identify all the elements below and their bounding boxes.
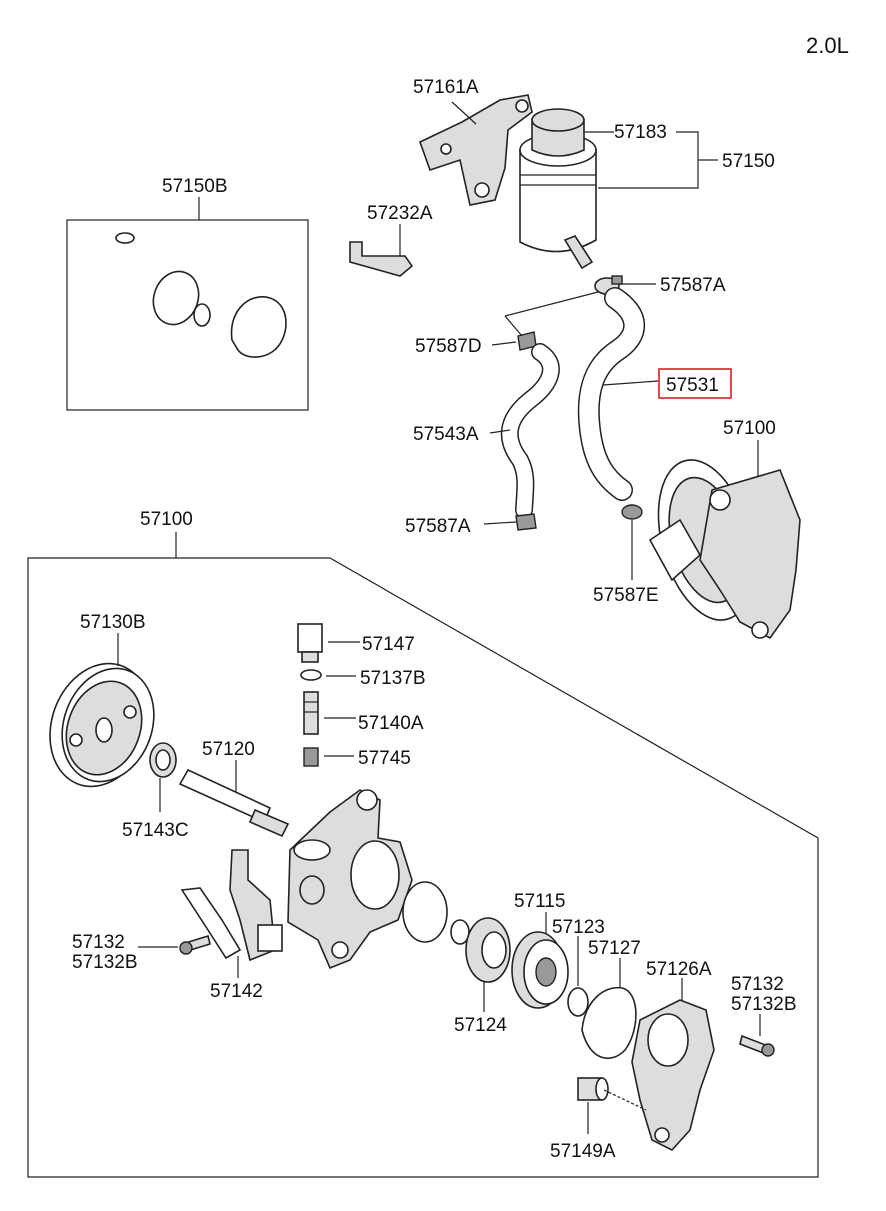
bracket-57161A [419,94,533,206]
valve-57140A [303,691,319,735]
hose-57531 [579,288,644,500]
label-57100-main[interactable]: 57100 [140,509,193,530]
label-57232A[interactable]: 57232A [367,203,433,224]
cover-57126A [631,999,715,1151]
label-57587A-low[interactable]: 57587A [405,516,471,537]
pump-assembly-57100-top [648,459,801,640]
seal-kit-orings [115,232,287,358]
label-57587D[interactable]: 57587D [415,336,482,357]
bolt-right-57132 [739,1034,775,1057]
label-57587E[interactable]: 57587E [593,585,659,606]
label-57140A[interactable]: 57140A [358,713,424,734]
shaft-57120 [178,768,290,838]
pulley-57130B [49,662,155,788]
seal-57143C [149,742,177,778]
ring-57123 [567,987,589,1017]
seal-kit-box [66,219,309,411]
label-57132-right[interactable]: 57132 [731,974,784,995]
label-57115[interactable]: 57115 [514,891,565,912]
plate-57124 [465,917,511,983]
label-57183[interactable]: 57183 [614,122,667,143]
rotor-57115 [511,931,569,1009]
label-57132B-left[interactable]: 57132B [72,952,138,973]
label-57143C[interactable]: 57143C [122,820,189,841]
label-57150[interactable]: 57150 [722,151,775,172]
gasket-57127 [581,986,637,1059]
clamp-57587E [621,504,643,520]
label-57130B[interactable]: 57130B [80,612,146,633]
label-57100-top[interactable]: 57100 [723,418,776,439]
pump-body [287,789,413,970]
label-57150B[interactable]: 57150B [162,176,228,197]
label-57120[interactable]: 57120 [202,739,255,760]
label-57745[interactable]: 57745 [358,748,411,769]
fitting-57147 [297,623,323,663]
bracket-57142 [180,849,283,962]
bushing-57149A [577,1077,609,1101]
label-57132B-right[interactable]: 57132B [731,994,797,1015]
bolt-left-57132 [179,934,211,955]
label-57531[interactable]: 57531 [666,375,719,396]
label-57132-left[interactable]: 57132 [72,932,125,953]
label-57126A[interactable]: 57126A [646,959,712,980]
engine-label: 2.0L [806,33,849,58]
label-57149A[interactable]: 57149A [550,1141,616,1162]
label-57123[interactable]: 57123 [552,917,605,938]
label-57137B[interactable]: 57137B [360,668,426,689]
label-57161A[interactable]: 57161A [413,77,479,98]
label-57147[interactable]: 57147 [362,634,415,655]
label-57543A[interactable]: 57543A [413,424,479,445]
hose-57543A [502,344,559,518]
bracket-57232A [349,241,414,277]
label-57142[interactable]: 57142 [210,981,263,1002]
spring-57745 [303,747,319,767]
reservoir-57150 [519,108,597,270]
exploded-view-frame [27,557,819,1178]
label-57127[interactable]: 57127 [588,938,641,959]
label-57124[interactable]: 57124 [454,1015,507,1036]
oring-57137B [300,669,322,681]
label-57587A-top[interactable]: 57587A [660,275,726,296]
oring-large [402,881,448,943]
clamp-57587A-low [515,513,537,531]
highlight-box-57531 [658,368,732,399]
